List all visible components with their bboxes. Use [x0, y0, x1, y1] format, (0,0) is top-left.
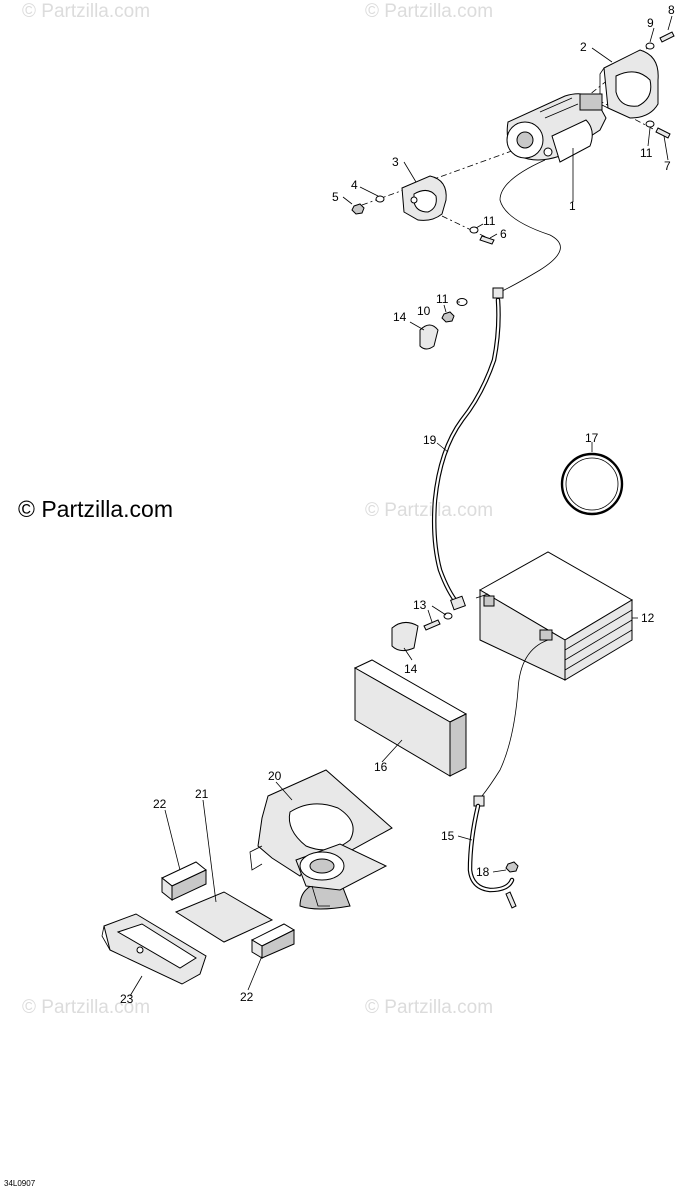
callout-19: 19	[423, 433, 437, 447]
callout-17: 17	[585, 431, 599, 445]
callout-11-mid: 11	[483, 214, 496, 228]
callout-21: 21	[195, 787, 209, 801]
diagram-code: 34L0907	[4, 1179, 36, 1188]
part-20-battery-tray	[249, 769, 393, 910]
watermark-bottom-left: © Partzilla.com	[22, 997, 150, 1018]
part-17-ring	[560, 452, 624, 516]
callout-4: 4	[351, 178, 358, 192]
part-23-cover	[101, 913, 207, 985]
part-1-starter-motor	[506, 93, 607, 163]
callout-15: 15	[441, 829, 455, 843]
fasteners-top	[351, 31, 675, 245]
callout-12: 12	[641, 611, 655, 625]
callout-2: 2	[580, 40, 587, 54]
watermark-bottom-center: © Partzilla.com	[365, 997, 493, 1018]
watermark-middle-left: © Partzilla.com	[18, 496, 173, 522]
callout-9: 9	[647, 16, 654, 30]
callout-5: 5	[332, 190, 339, 204]
callout-16: 16	[374, 760, 388, 774]
callout-labels: 1 2 3 4 5 6 7 8 9 10 11 11 11 12 13 14 1…	[120, 3, 675, 1006]
fasteners-lower	[391, 612, 453, 652]
callout-10: 10	[417, 304, 431, 318]
callout-11-cable: 11	[436, 292, 449, 306]
part-2-rear-bracket	[599, 49, 659, 119]
part-16-pad	[353, 659, 468, 777]
callout-18: 18	[476, 865, 490, 879]
callout-11-right: 11	[640, 146, 653, 160]
part-22-pad-left	[161, 861, 207, 902]
part-14-boot-lower	[391, 622, 419, 652]
callout-22-right: 22	[240, 990, 254, 1004]
part-14-boot-top	[419, 324, 439, 350]
callout-7: 7	[664, 159, 671, 173]
leader-lines	[129, 15, 673, 997]
watermark-middle-center: © Partzilla.com	[365, 500, 493, 521]
callout-1: 1	[569, 199, 576, 213]
part-12-battery	[475, 551, 633, 681]
callout-14-lower: 14	[404, 662, 418, 676]
part-3-front-bracket	[401, 175, 447, 221]
callout-14-top: 14	[393, 310, 407, 324]
part-15-cable	[467, 639, 549, 909]
callout-3: 3	[392, 155, 399, 169]
callout-22-left: 22	[153, 797, 167, 811]
callout-6: 6	[500, 227, 507, 241]
watermark-top-center: © Partzilla.com	[365, 1, 493, 22]
fasteners-cable-top	[419, 298, 468, 350]
part-22-pad-right	[250, 923, 296, 959]
part-19-cable	[431, 159, 561, 611]
callout-13: 13	[413, 598, 427, 612]
watermark-top-left: © Partzilla.com	[22, 1, 150, 22]
part-21-sheet	[174, 891, 274, 943]
callout-23: 23	[120, 992, 134, 1006]
callout-20: 20	[268, 769, 282, 783]
callout-8: 8	[668, 3, 675, 17]
